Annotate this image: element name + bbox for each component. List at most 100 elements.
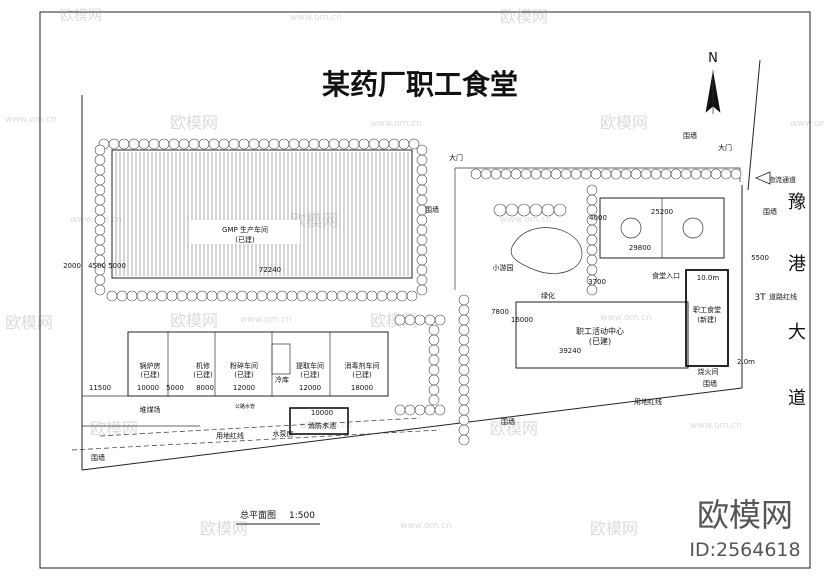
- wall-bottom-left-label: 围墙: [91, 453, 105, 462]
- dim-2000: 2000: [63, 262, 81, 270]
- north-label: N: [708, 51, 718, 66]
- tree-icon: [458, 334, 470, 346]
- tree-icon: [388, 138, 400, 150]
- tree-icon: [94, 214, 106, 226]
- road-char-1: 豫: [788, 192, 806, 213]
- tree-icon: [94, 274, 106, 286]
- tree-icon: [458, 394, 470, 406]
- wall-mid-label: 围墙: [425, 205, 439, 214]
- wall-canteen-label: 围墙: [703, 379, 717, 388]
- gate-top-label: 大门: [718, 143, 732, 152]
- brand-logo: 欧模网: [697, 496, 793, 534]
- tree-icon: [586, 194, 598, 206]
- tree-icon: [428, 364, 440, 376]
- tree-icon: [368, 138, 380, 150]
- dim-5000a: 5000: [108, 262, 126, 270]
- tree-icon: [586, 244, 598, 256]
- tree-icon: [276, 290, 288, 302]
- tree-icon: [94, 224, 106, 236]
- tree-icon: [298, 138, 310, 150]
- tree-icon: [94, 154, 106, 166]
- road-char-2: 港: [788, 254, 806, 275]
- tree-icon: [580, 168, 592, 180]
- plan-caption: 总平面图 1:500: [236, 509, 320, 525]
- tree-icon: [490, 168, 502, 180]
- tree-icon: [416, 214, 428, 226]
- plan-caption-label: 总平面图: [240, 509, 276, 521]
- tree-icon: [416, 264, 428, 276]
- watermark-url: www.om.cn: [290, 13, 342, 23]
- tree-icon: [458, 374, 470, 386]
- tree-icon: [458, 384, 470, 396]
- cold-storage-label: 冷库: [275, 375, 289, 384]
- tree-icon: [326, 290, 338, 302]
- road-char-3: 大: [788, 322, 806, 343]
- tree-icon: [434, 314, 446, 326]
- tree-icon: [406, 290, 418, 302]
- tree-icon: [520, 168, 532, 180]
- tree-icon: [206, 290, 218, 302]
- crushing-label: 粉碎车间: [230, 361, 258, 370]
- tree-icon: [94, 284, 106, 296]
- tree-icon: [458, 354, 470, 366]
- road-pipe-label: 公路水管: [235, 403, 255, 410]
- watermark-text: 欧模网: [5, 313, 53, 332]
- tree-icon: [286, 290, 298, 302]
- tree-icon: [416, 254, 428, 266]
- tree-icon: [414, 314, 426, 326]
- tree-icon: [248, 138, 260, 150]
- tree-icon: [586, 284, 598, 296]
- watermark-text: 欧模网: [290, 211, 338, 230]
- tree-icon: [318, 138, 330, 150]
- tree-icon: [408, 138, 420, 150]
- watermark-url: www.om.cn: [300, 421, 352, 431]
- tree-icon: [146, 290, 158, 302]
- tree-icon: [238, 138, 250, 150]
- tree-icon: [126, 290, 138, 302]
- watermark-url: www.om.cn: [790, 119, 824, 129]
- tree-icon: [138, 138, 150, 150]
- north-arrow-icon: N: [705, 51, 721, 114]
- tree-icon: [416, 184, 428, 196]
- gmp-hatch: [115, 152, 409, 276]
- tree-icon: [428, 384, 440, 396]
- tree-icon: [208, 138, 220, 150]
- disinfectant-built-label: (已建): [352, 370, 372, 379]
- tree-icon: [416, 244, 428, 256]
- tree-icon: [136, 290, 148, 302]
- tree-icon: [166, 290, 178, 302]
- activity-label: 职工活动中心: [576, 326, 624, 336]
- gmp-built-label: (已建): [235, 235, 255, 244]
- coal-yard-label: 堆煤场: [140, 405, 161, 414]
- tree-icon: [94, 194, 106, 206]
- site-boundary: [71, 59, 761, 471]
- tree-icon: [94, 184, 106, 196]
- tree-icon: [670, 168, 682, 180]
- tree-icon: [428, 354, 440, 366]
- tree-icon: [730, 168, 742, 180]
- pump-room-label: 水泵房: [273, 429, 294, 438]
- tree-icon: [710, 168, 722, 180]
- tree-icon: [470, 168, 482, 180]
- extraction-label: 提取车间: [296, 361, 324, 370]
- watermark-url: www.om.cn: [370, 119, 422, 129]
- tree-icon: [428, 344, 440, 356]
- tree-icon: [346, 290, 358, 302]
- tree-icon: [278, 138, 290, 150]
- fire-pool-label: 消防水池: [308, 421, 336, 430]
- watermark-text: 欧模网: [370, 311, 418, 330]
- tree-icon: [458, 304, 470, 316]
- tree-icon: [458, 344, 470, 356]
- brand-id: ID:2564618: [689, 539, 800, 561]
- tree-icon: [394, 314, 406, 326]
- tree-icon: [590, 168, 602, 180]
- watermark-url: www.om.cn: [240, 315, 292, 325]
- boiler-room-label: 锅炉房: [140, 361, 161, 370]
- tree-icon: [586, 184, 598, 196]
- tree-icon: [416, 194, 428, 206]
- watermark-url: www.om.cn: [400, 521, 452, 531]
- tree-icon: [108, 138, 120, 150]
- watermark-url: www.om.cn: [500, 215, 552, 225]
- watermark-text: 欧模网: [90, 419, 138, 438]
- tree-icon: [586, 234, 598, 246]
